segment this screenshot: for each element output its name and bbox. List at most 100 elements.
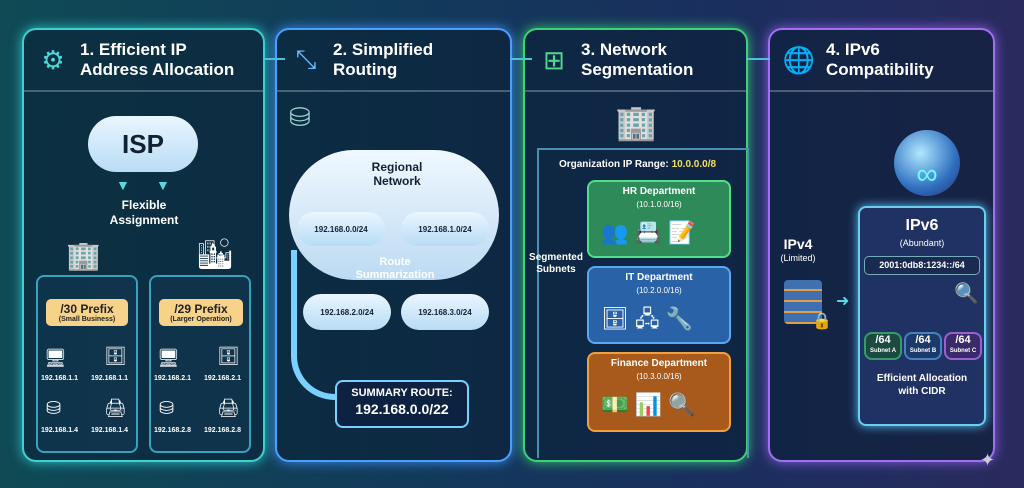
- subnet-name: Subnet C: [949, 348, 977, 354]
- magnifier-icon: 🔍: [954, 283, 979, 305]
- subnet-cloud: 192.168.3.0/24: [401, 294, 489, 330]
- arrow-right-icon: ➜: [836, 293, 850, 310]
- people-icon: 👥 📇 📝: [601, 220, 696, 245]
- efficient-allocation-label: Efficient Allocation with CIDR: [876, 373, 968, 397]
- segmented-subnets-label: Segmented Subnets: [529, 252, 583, 275]
- globe-infinity-icon: ∞: [894, 130, 960, 196]
- panel-header: ⊞ 3. Network Segmentation: [525, 30, 746, 92]
- hierarchy-icon: ⊞: [543, 44, 565, 75]
- subnet-label: 192.168.0.0/24: [314, 224, 368, 234]
- subnet-prefix: /64: [955, 334, 971, 346]
- connector: [510, 58, 532, 60]
- building-icon: 🏢: [66, 240, 101, 271]
- larger-operation-group: /29 Prefix (Larger Operation) 🖥 🗄 ⛁ 🖨 19…: [149, 275, 251, 453]
- panel-title: 3. Network Segmentation: [581, 40, 694, 79]
- summary-arrow: [291, 250, 335, 400]
- ip-label: 192.168.2.8: [154, 427, 191, 434]
- ip-label: 192.168.2.8: [204, 427, 241, 434]
- panel-ip-allocation: ⚙ 1. Efficient IP Address Allocation ISP…: [22, 28, 265, 462]
- org-range-text: Organization IP Range:: [558, 159, 669, 170]
- department-range: (10.1.0.0/16): [636, 200, 682, 209]
- ip-label: 192.168.1.1: [91, 375, 128, 382]
- panel-title: 4. IPv6 Compatibility: [826, 40, 934, 79]
- small-business-group: /30 Prefix (Small Business) 🖥 🗄 ⛁ 🖨 192.…: [36, 275, 138, 453]
- router-icon: ⛁: [289, 102, 311, 132]
- server-icon: 🗄: [104, 346, 127, 366]
- isp-cloud: ISP: [88, 116, 198, 172]
- ip-label: 192.168.2.1: [154, 375, 191, 382]
- subnet-cloud: 192.168.0.0/24: [297, 212, 385, 246]
- department-finance: Finance Department (10.3.0.0/16) 💵 📊 🔍: [587, 352, 731, 432]
- department-name: IT Department: [625, 272, 693, 283]
- subnet-label: 192.168.2.0/24: [320, 307, 374, 317]
- printer-icon: 🖨: [217, 398, 240, 418]
- org-range-value: 10.0.0.0/8: [671, 159, 717, 170]
- ip-label: 192.168.1.4: [91, 427, 128, 434]
- ipv4-sub: (Limited): [780, 253, 816, 263]
- summary-route-value: 192.168.0.0/22: [355, 401, 449, 417]
- flexible-assignment-label: Flexible Assignment: [109, 198, 179, 227]
- money-spreadsheet-icon: 💵 📊 🔍: [601, 392, 696, 417]
- computer-icon: 🖥: [157, 348, 180, 368]
- panel-ipv6: 🌐 4. IPv6 Compatibility ∞ IPv4 (Limited)…: [768, 28, 995, 462]
- connector: [263, 58, 285, 60]
- computer-icon: 🖥: [44, 348, 67, 368]
- ipv6-prefix: 2001:0db8:1234::/64: [864, 256, 980, 275]
- prefix-label: /29 Prefix: [174, 302, 228, 316]
- ipv4-locked-blocks-icon: [784, 280, 822, 324]
- subnet-name: Subnet B: [909, 348, 937, 354]
- department-name: Finance Department: [610, 358, 708, 369]
- organization-box: [537, 148, 749, 458]
- department-it: IT Department (10.2.0.0/16) 🗄 🖧 🔧: [587, 266, 731, 344]
- arrows-icon: ⤡: [295, 44, 317, 74]
- prefix-label: /30 Prefix: [60, 302, 114, 316]
- subnet-prefix: /64: [875, 334, 891, 346]
- arrow-down-icon: ▼: [116, 177, 130, 193]
- panel-routing: ⤡ 2. Simplified Routing ⛁ Regional Netwo…: [275, 28, 512, 462]
- ipv4-label: IPv4 (Limited): [772, 236, 824, 264]
- summary-route-label: SUMMARY ROUTE:: [351, 387, 453, 399]
- department-hr: HR Department (10.1.0.0/16) 👥 📇 📝: [587, 180, 731, 258]
- printer-icon: 🖨: [104, 398, 127, 418]
- ipv6-title: IPv6: [905, 217, 939, 234]
- route-summarization-label: Route Summarization: [355, 256, 435, 281]
- subnet-label: 192.168.3.0/24: [418, 307, 472, 317]
- panel-header: 🌐 4. IPv6 Compatibility: [770, 30, 993, 92]
- prefix-desc: (Larger Operation): [170, 316, 232, 323]
- gear-icon: ⚙: [41, 44, 65, 75]
- prefix-badge: /30 Prefix (Small Business): [46, 299, 128, 326]
- connector: [746, 58, 770, 60]
- sparkle-icon: ✦: [980, 450, 996, 470]
- ip-label: 192.168.1.1: [41, 375, 78, 382]
- office-buildings-icon: 🏙: [196, 238, 235, 271]
- regional-network-label: Regional Network: [371, 160, 423, 188]
- prefix-desc: (Small Business): [58, 316, 116, 323]
- ipv6-box: IPv6 (Abundant) 2001:0db8:1234::/64 🔍 /6…: [858, 206, 986, 426]
- ipv4-title: IPv4: [783, 236, 813, 252]
- lock-icon: 🔒: [812, 313, 832, 330]
- router-icon: ⛁: [46, 398, 62, 418]
- servers-tools-icon: 🗄 🖧 🔧: [601, 306, 694, 331]
- panel-title: 2. Simplified Routing: [333, 40, 434, 79]
- headquarters-building-icon: 🏢: [615, 104, 658, 142]
- panel-title: 1. Efficient IP Address Allocation: [80, 40, 235, 79]
- org-range-label: Organization IP Range: 10.0.0.0/8: [529, 158, 746, 171]
- subnet-cloud: 192.168.1.0/24: [401, 212, 489, 246]
- ip-label: 192.168.1.4: [41, 427, 78, 434]
- panel-segmentation: ⊞ 3. Network Segmentation 🏢 Organization…: [523, 28, 749, 462]
- prefix-badge: /29 Prefix (Larger Operation): [159, 299, 243, 326]
- ipv6-sub: (Abundant): [899, 238, 945, 248]
- globe-icon: 🌐: [782, 44, 816, 75]
- department-name: HR Department: [622, 186, 696, 197]
- panel-header: ⤡ 2. Simplified Routing: [277, 30, 510, 92]
- subnet-prefix: /64: [915, 334, 931, 346]
- router-icon: ⛁: [159, 398, 175, 418]
- department-range: (10.3.0.0/16): [636, 372, 682, 381]
- subnet-name: Subnet A: [869, 348, 897, 354]
- isp-label: ISP: [122, 128, 164, 159]
- summary-route-box: SUMMARY ROUTE: 192.168.0.0/22: [335, 380, 469, 428]
- ip-label: 192.168.2.1: [204, 375, 241, 382]
